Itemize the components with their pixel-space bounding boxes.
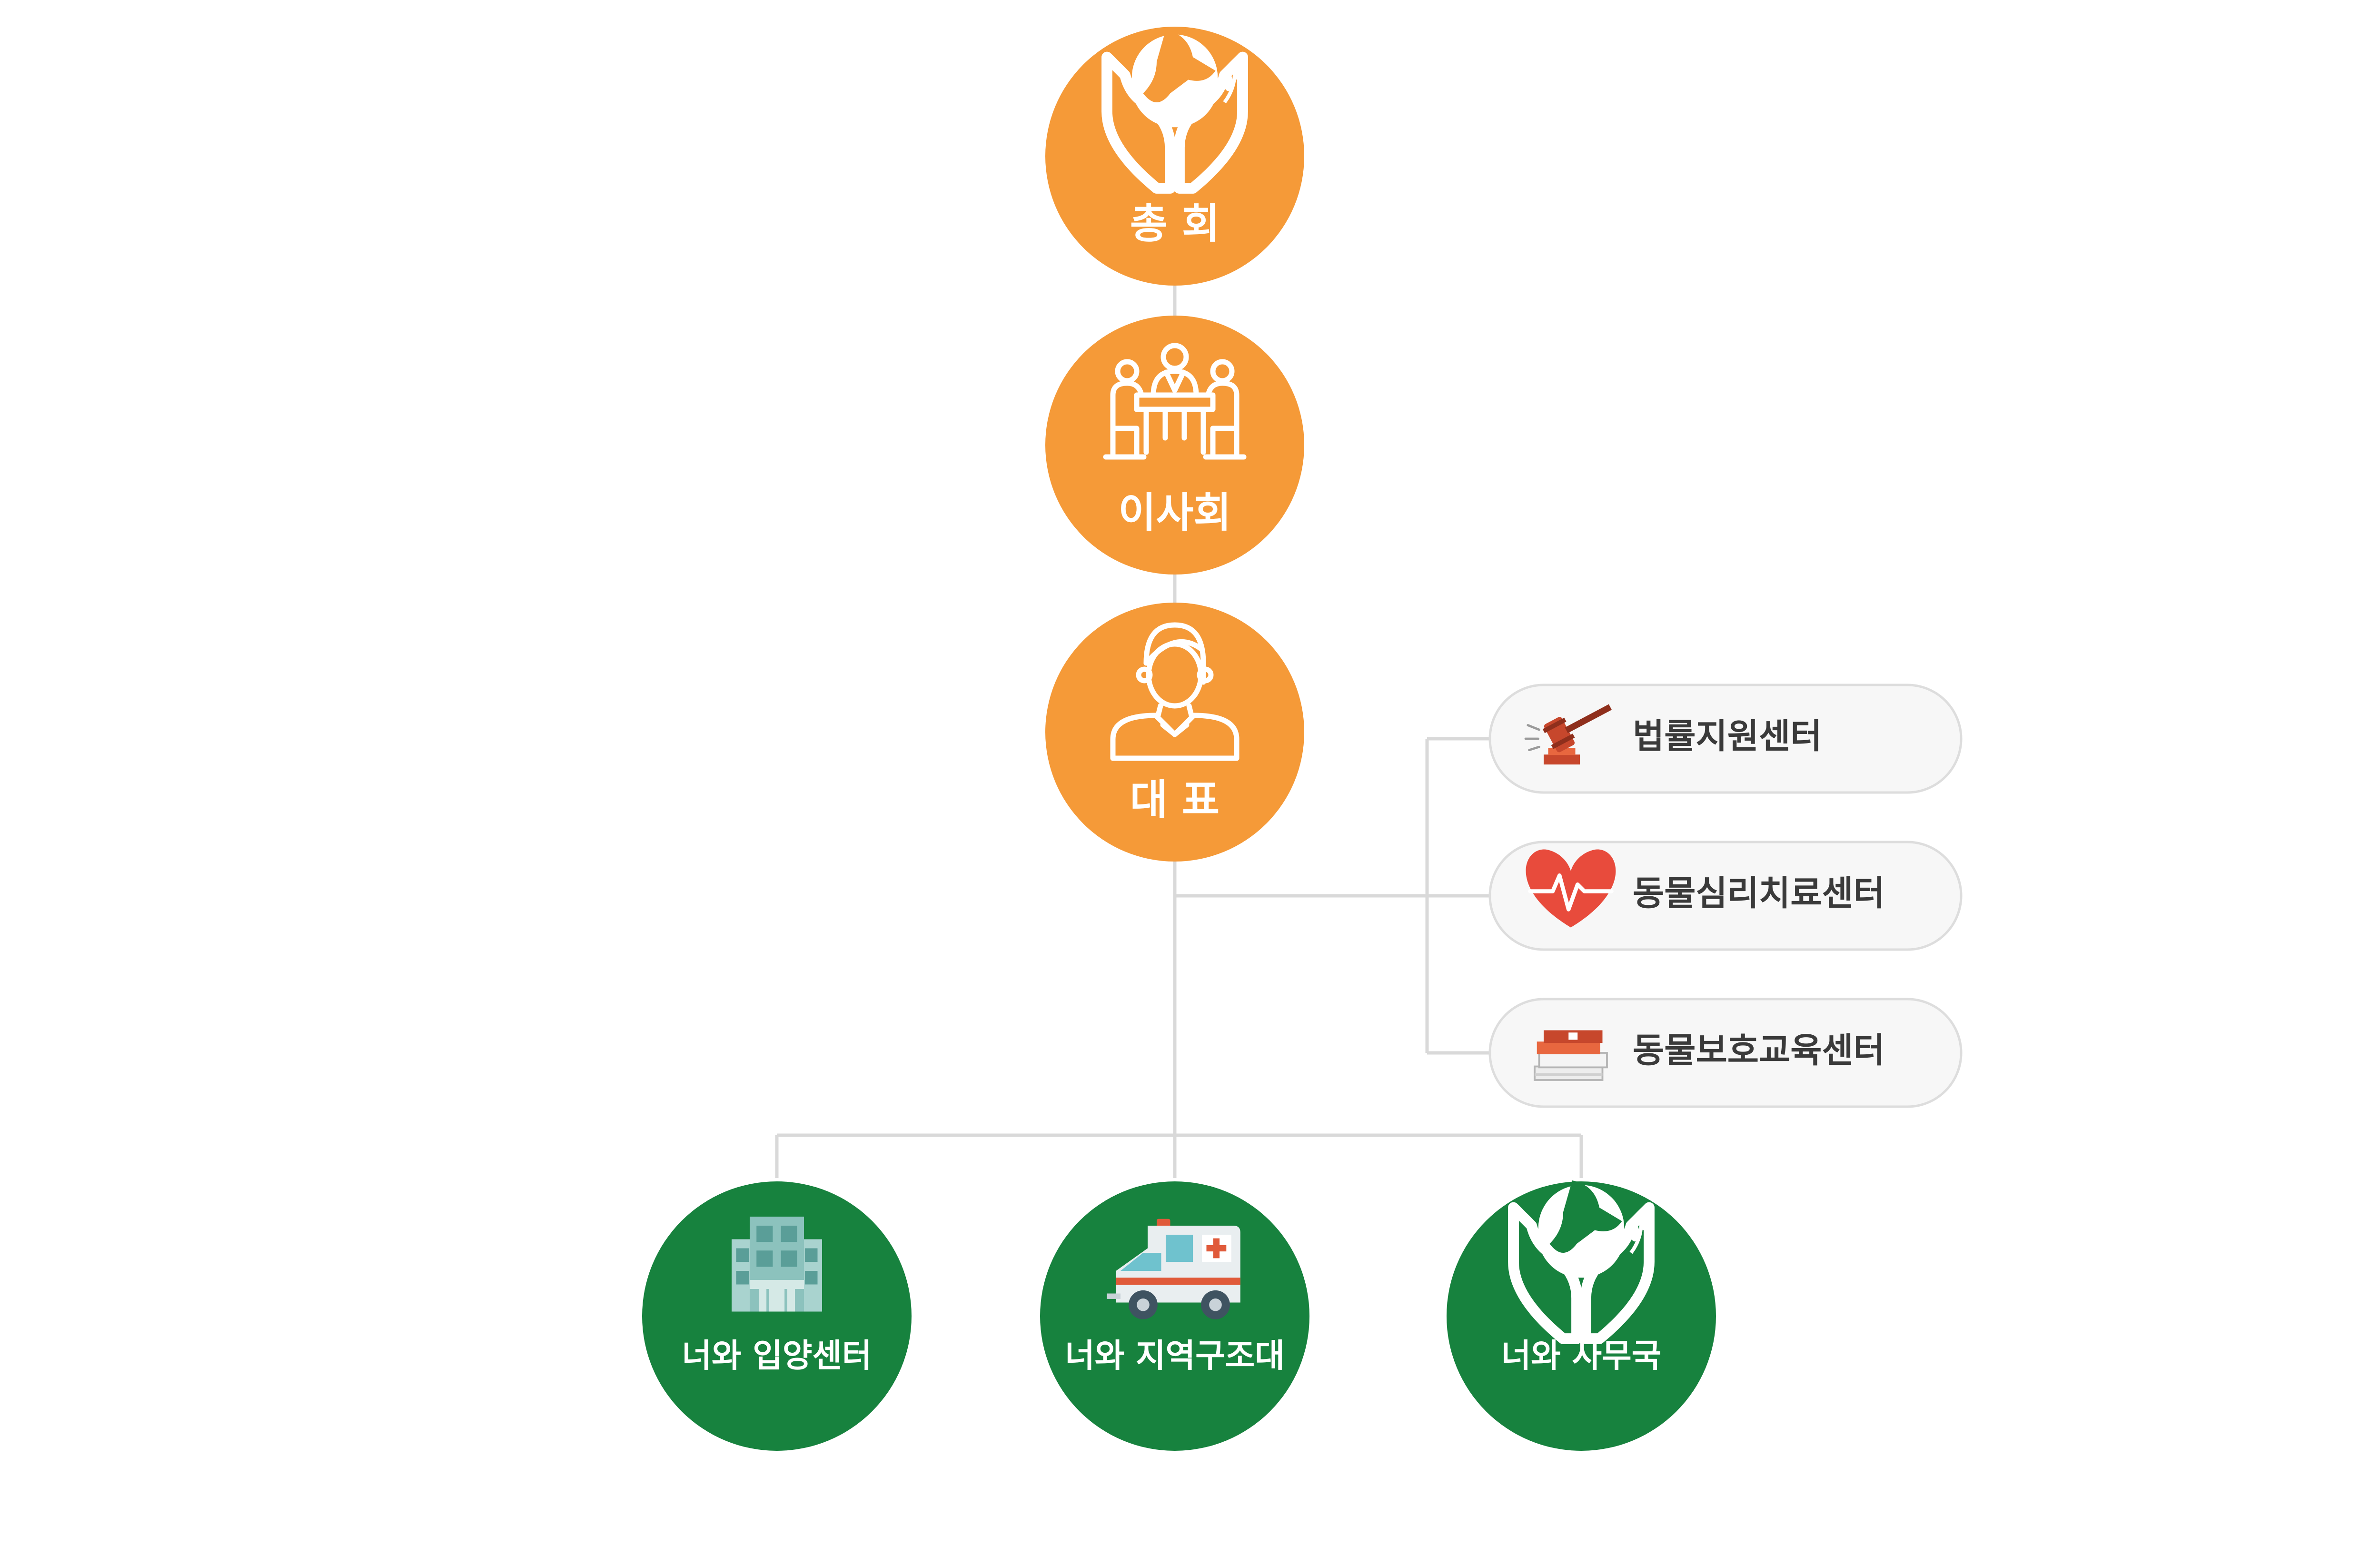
node-label: 너와 사무국: [1501, 1338, 1661, 1375]
node-general-assembly[interactable]: 총 회: [1045, 27, 1304, 286]
pill-label: 동물심리치료센터: [1633, 873, 1885, 913]
node-label: 너와 지역구조대: [1065, 1338, 1285, 1375]
connector-lines: [775, 286, 1583, 1178]
node-circle: [642, 1181, 912, 1451]
side-center-animal-therapy[interactable]: 동물심리치료센터: [1488, 841, 1963, 951]
side-center-legal-support[interactable]: 법률지원센터: [1488, 684, 1963, 794]
node-label: 이사회: [1118, 489, 1231, 536]
pill-label: 법률지원센터: [1633, 716, 1822, 756]
pill-background: [1488, 998, 1963, 1108]
dept-secretariat[interactable]: 너와 사무국: [1447, 1180, 1716, 1451]
node-label: 대 표: [1130, 776, 1220, 823]
node-label: 총 회: [1130, 200, 1220, 248]
side-center-animal-education[interactable]: 동물보호교육센터: [1488, 998, 1963, 1108]
dept-adoption-center[interactable]: 너와 입양센터: [642, 1181, 912, 1451]
node-circle: [1045, 316, 1304, 575]
dept-rescue-team[interactable]: 너와 지역구조대: [1040, 1181, 1309, 1451]
books-icon: [1534, 1029, 1608, 1081]
pill-label: 동물보호교육센터: [1633, 1031, 1885, 1070]
node-ceo[interactable]: 대 표: [1045, 603, 1304, 862]
node-label: 너와 입양센터: [682, 1338, 872, 1375]
node-circle: [1040, 1181, 1309, 1451]
node-board[interactable]: 이사회: [1045, 316, 1304, 575]
